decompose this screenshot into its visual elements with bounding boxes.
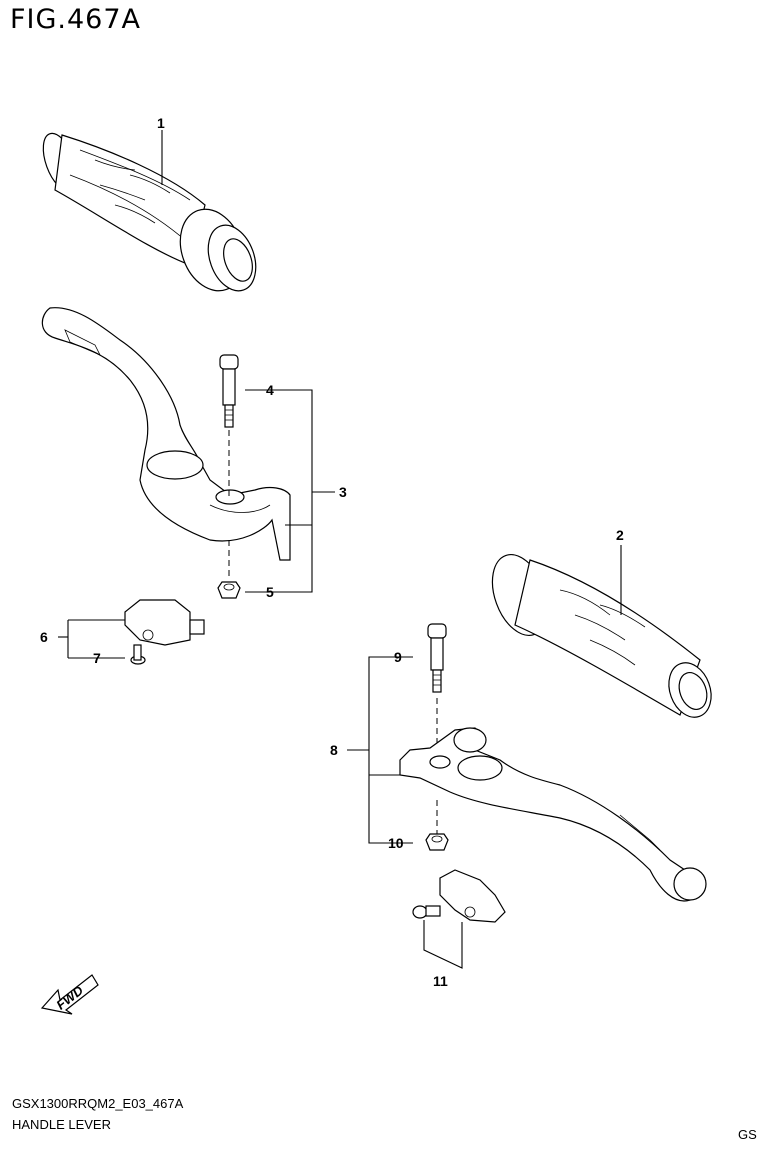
clutch-switch-part-6[interactable]: [124, 599, 205, 646]
nut-part-10[interactable]: [425, 833, 449, 851]
model-code: GSX1300RRQM2_E03_467A: [12, 1096, 184, 1111]
callout-4: 4: [266, 382, 274, 398]
bracket-line: [245, 389, 313, 593]
bracket-line: [423, 920, 463, 969]
right-lever-part-8[interactable]: [399, 727, 707, 902]
figure-name: HANDLE LEVER: [12, 1117, 111, 1132]
callout-11: 11: [433, 973, 448, 989]
callout-2: 2: [616, 527, 624, 543]
callout-6: 6: [40, 629, 48, 645]
callout-5: 5: [266, 584, 274, 600]
left-grip-part-1[interactable]: [37, 129, 265, 300]
callout-7: 7: [93, 650, 101, 666]
screw-part-7[interactable]: [130, 644, 146, 665]
bracket-line: [368, 656, 413, 844]
figure-title: FIG.467A: [10, 4, 142, 35]
nut-part-5[interactable]: [217, 581, 241, 599]
bracket-line: [67, 619, 125, 659]
callout-9: 9: [394, 649, 402, 665]
bolt-part-4[interactable]: [219, 354, 239, 428]
left-lever-part-3[interactable]: [41, 307, 291, 561]
bolt-part-9[interactable]: [427, 623, 447, 693]
callout-10: 10: [388, 835, 404, 851]
right-grip-part-2[interactable]: [482, 547, 718, 723]
callout-1: 1: [157, 115, 165, 131]
callout-8: 8: [330, 742, 338, 758]
callout-3: 3: [339, 484, 347, 500]
region-code: GS: [738, 1127, 757, 1142]
brake-switch-part-11[interactable]: [412, 869, 506, 923]
fwd-arrow: FWD: [40, 974, 99, 1015]
